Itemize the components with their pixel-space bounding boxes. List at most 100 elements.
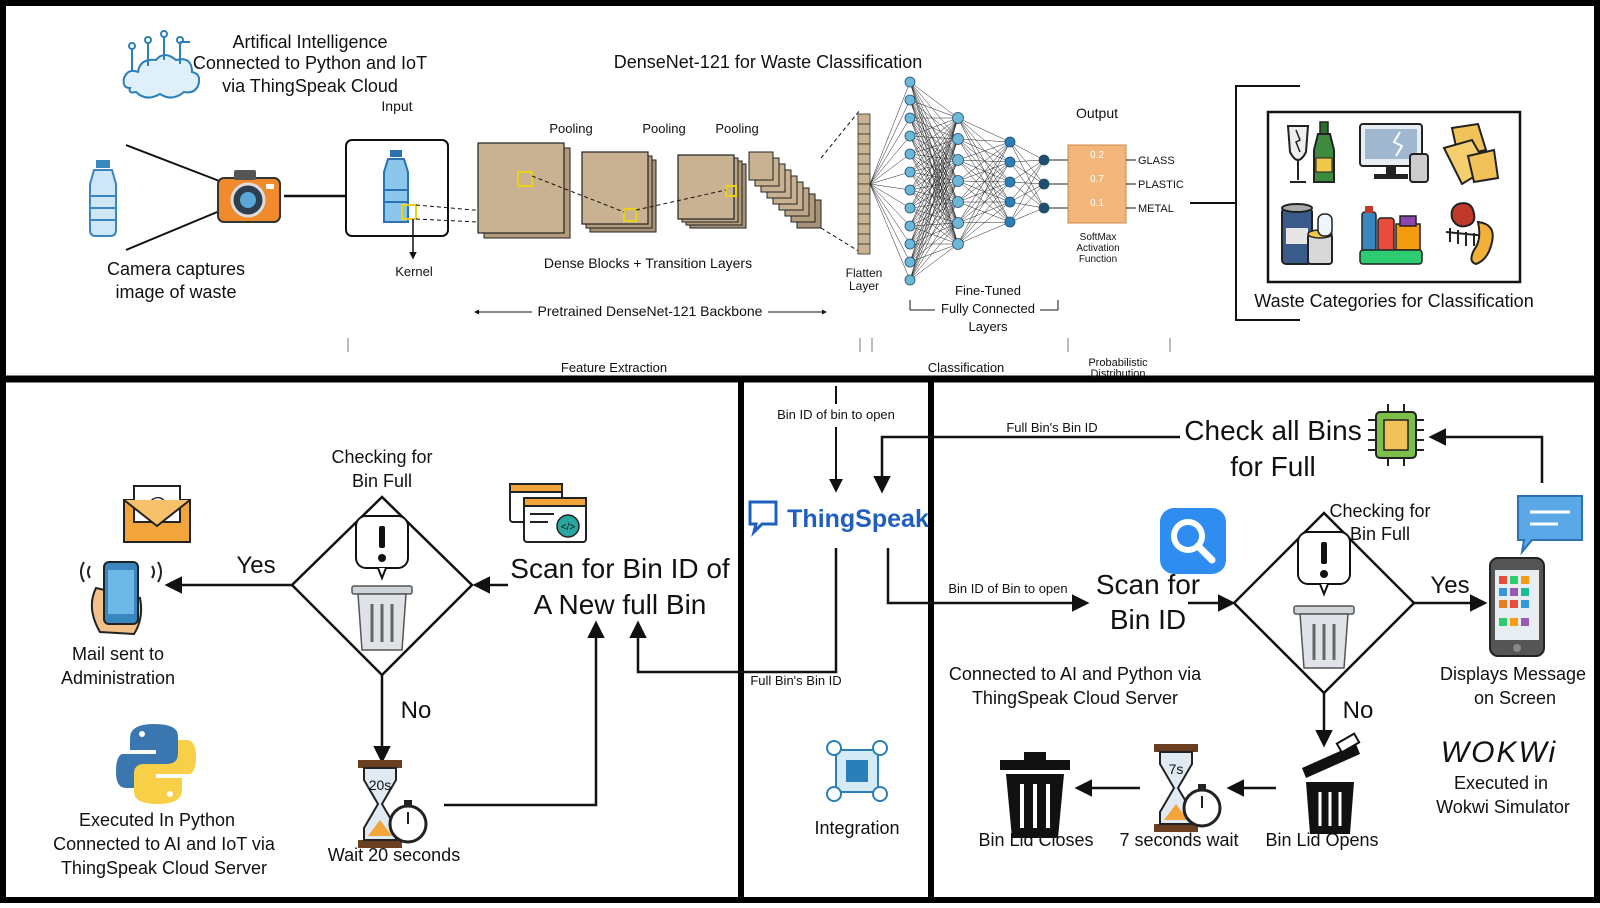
network-edge (957, 181, 1011, 203)
flatten-cell (857, 123, 871, 135)
network-edge (909, 207, 959, 245)
network-edge (909, 159, 959, 227)
network-edge (909, 243, 959, 281)
network-edge (909, 138, 959, 245)
network-edge (869, 183, 911, 245)
network-edge (909, 138, 959, 209)
fm-proj-2 (635, 189, 727, 211)
left-hourglass-text: 20s (369, 777, 392, 793)
camera-ray-bottom (125, 209, 223, 251)
check-to-thingspeak-arrow (873, 435, 1180, 494)
network-edge (909, 138, 959, 227)
thingspeak-label: ThingSpeak (787, 505, 929, 533)
output-class-label: METAL (1138, 203, 1174, 215)
network-edge (957, 161, 1011, 203)
right-wait-label: 7 seconds wait (1119, 830, 1238, 850)
network-edge (957, 138, 1011, 223)
network-edge (909, 225, 959, 245)
waste-caption: Waste Categories for Classification (1254, 291, 1533, 311)
network-edge (869, 183, 911, 281)
cans-icon (1281, 203, 1333, 265)
network-edge (909, 180, 959, 263)
network-edge (909, 180, 959, 209)
network-edge (1009, 141, 1045, 161)
pooling-label-1: Pooling (549, 121, 592, 136)
network-edge (909, 99, 959, 161)
network-edge (1009, 141, 1045, 209)
network-edge (957, 159, 1011, 183)
network-edge (909, 81, 959, 224)
network-edge (909, 180, 959, 191)
network-edge (909, 201, 959, 263)
wait-to-scan-arrow (444, 620, 605, 807)
network-edge (909, 117, 959, 191)
feature-map-1 (477, 142, 571, 239)
network-edge (909, 222, 959, 227)
network-node (1038, 154, 1050, 166)
stage-feature-extraction: Feature Extraction (561, 360, 667, 375)
network-edge (869, 135, 911, 185)
flatten-cell (857, 223, 871, 235)
input-bottle-icon (383, 150, 409, 223)
network-edge (909, 81, 959, 119)
network-edge (1009, 161, 1045, 209)
organic-waste-icon (1445, 202, 1494, 266)
right-bin-id-open-label: Bin ID of Bin to open (948, 581, 1067, 596)
bottle-icon (89, 160, 117, 237)
python-caption-line2: Connected to AI and IoT via (53, 834, 276, 854)
network-node (1004, 216, 1016, 228)
integration-icon (826, 740, 888, 802)
wokwi-caption-line2: Wokwi Simulator (1436, 797, 1570, 817)
network-edge (909, 243, 959, 263)
network-edge (909, 117, 959, 281)
network-edge (1009, 207, 1045, 223)
network-edge (909, 201, 959, 209)
fm-proj-4 (820, 227, 861, 253)
network-edge (869, 99, 911, 185)
network-edge (957, 117, 1011, 203)
network-edge (909, 138, 959, 191)
network-edge (957, 221, 1011, 224)
main-title: DenseNet-121 for Waste Classification (614, 52, 922, 72)
network-node (904, 256, 916, 268)
network-node (904, 274, 916, 286)
network-edge (909, 81, 959, 161)
bin-opens-label: Bin Lid Opens (1265, 830, 1378, 850)
smartphone-icon (1489, 557, 1545, 657)
message-to-check-arrow (1428, 428, 1544, 483)
network-edge (909, 153, 959, 203)
thingspeak-to-left-arrow (629, 548, 838, 674)
fc-label-line3: Layers (968, 319, 1008, 334)
network-edge (957, 181, 1011, 245)
flatten-cell (857, 243, 871, 255)
left-scan-line1: Scan for Bin ID of (510, 553, 730, 584)
network-edge (957, 180, 1011, 203)
top-panel: Artifical Intelligence Connected to Pyth… (89, 30, 1534, 380)
network-edge (957, 141, 1011, 182)
flatten-cell (857, 133, 871, 145)
network-node (952, 238, 964, 250)
network-node (1004, 196, 1016, 208)
camera-caption-line2: image of waste (115, 282, 236, 302)
wokwi-caption-line1: Executed in (1454, 773, 1548, 793)
phone-hand-icon (80, 561, 162, 636)
network-node (952, 133, 964, 145)
mid-full-bin-label: Full Bin's Bin ID (750, 673, 841, 688)
output-value: 0.2 (1090, 150, 1104, 161)
network-edge (957, 117, 1011, 163)
network-edge (957, 138, 1011, 183)
network-edge (957, 161, 1011, 182)
python-icon (116, 724, 196, 804)
flatten-cell (857, 203, 871, 215)
network-edge (957, 141, 1011, 161)
network-node (904, 112, 916, 124)
network-edge (909, 201, 959, 281)
network-edge (909, 81, 959, 182)
network-node (904, 166, 916, 178)
python-caption-line3: ThingSpeak Cloud Server (61, 858, 267, 878)
mail-caption-line2: Administration (61, 668, 175, 688)
right-hourglass-icon: 7s (1154, 744, 1222, 832)
network-node (904, 220, 916, 232)
network-edge (909, 117, 959, 137)
middle-panel: Bin ID of bin to open ThingSpeak Full Bi… (629, 386, 929, 838)
